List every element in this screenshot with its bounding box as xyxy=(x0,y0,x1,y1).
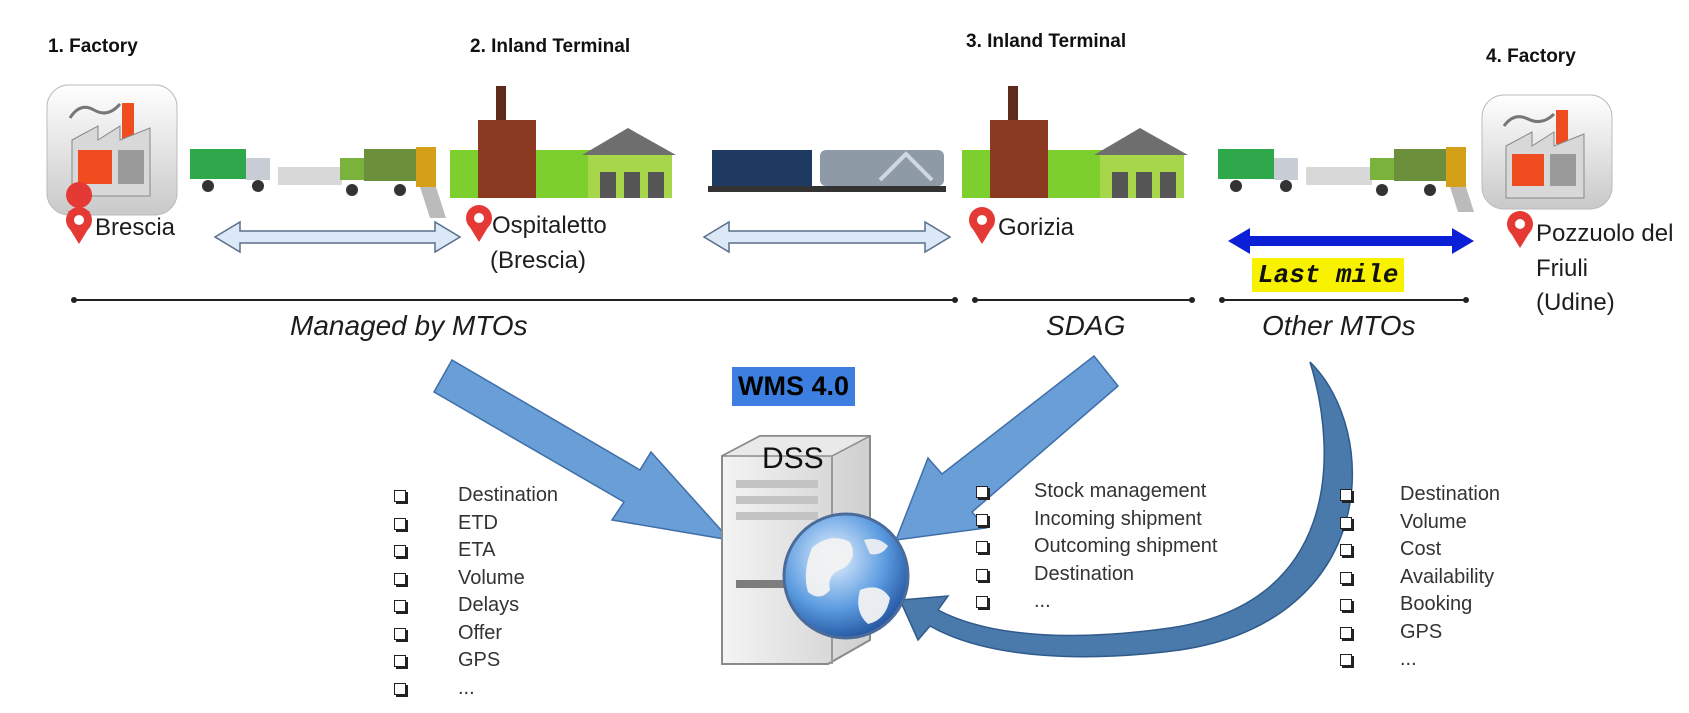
list-item: Volume xyxy=(394,565,594,593)
wms-badge: WMS 4.0 xyxy=(732,367,856,406)
arrow-from-mtos xyxy=(432,358,732,542)
location-pozzuolo: Pozzuolo del xyxy=(1536,220,1674,247)
last-mile-label: Last mile xyxy=(1252,258,1405,292)
list-left: Destination ETD ETA Volume Delays Offer … xyxy=(394,482,594,702)
truck-icon-2 xyxy=(1218,147,1474,212)
list-item: GPS xyxy=(1340,619,1540,647)
list-item: Stock management xyxy=(976,478,1256,506)
location-pozzuolo-sub2: (Udine) xyxy=(1536,289,1615,316)
segment-label-sdag: SDAG xyxy=(1046,310,1126,341)
last-mile-arrow xyxy=(1228,228,1474,254)
list-item: ETA xyxy=(394,537,594,565)
double-arrow-1 xyxy=(213,220,462,254)
list-item: Destination xyxy=(976,561,1256,589)
stage-title-4: 4. Factory xyxy=(1486,46,1576,67)
terminal-icon-2 xyxy=(450,86,676,198)
list-item: Booking xyxy=(1340,591,1540,619)
location-ospitaletto-sub: (Brescia) xyxy=(490,247,587,274)
list-item: ETD xyxy=(394,510,594,538)
double-arrow-2 xyxy=(702,220,952,254)
stage-title-2: 2. Inland Terminal xyxy=(470,36,631,57)
list-item: ... xyxy=(976,588,1256,616)
location-pozzuolo-sub: Friuli xyxy=(1536,255,1588,282)
list-item: Incoming shipment xyxy=(976,506,1256,534)
list-item: Cost xyxy=(1340,536,1540,564)
dss-label: DSS xyxy=(762,442,824,475)
list-item: Offer xyxy=(394,620,594,648)
segment-label-other: Other MTOs xyxy=(1262,310,1416,341)
list-item: Destination xyxy=(1340,481,1540,509)
stage-title-3: 3. Inland Terminal xyxy=(966,31,1127,52)
terminal-icon-3 xyxy=(962,86,1188,198)
location-pin-icon xyxy=(969,207,995,244)
train-icon xyxy=(708,150,946,192)
segment-label-managed: Managed by MTOs xyxy=(290,310,528,341)
list-item: Volume xyxy=(1340,509,1540,537)
list-right: Destination Volume Cost Availability Boo… xyxy=(1340,481,1540,674)
list-item: Outcoming shipment xyxy=(976,533,1256,561)
location-brescia: Brescia xyxy=(95,214,176,241)
factory-icon-4 xyxy=(1481,94,1613,210)
list-item: Delays xyxy=(394,592,594,620)
list-item: ... xyxy=(394,675,594,703)
segment-line-sdag xyxy=(972,297,1195,303)
arrow-from-other-mtos xyxy=(898,361,1353,658)
list-item: ... xyxy=(1340,646,1540,674)
location-ospitaletto: Ospitaletto xyxy=(492,212,607,239)
list-item: GPS xyxy=(394,647,594,675)
segment-line-managed xyxy=(71,297,958,303)
arrow-from-sdag xyxy=(894,354,1120,541)
location-pin-icon xyxy=(66,207,92,244)
location-pin-icon xyxy=(1507,211,1533,248)
location-gorizia: Gorizia xyxy=(998,214,1075,241)
truck-icon-1 xyxy=(190,147,446,218)
location-pin-icon xyxy=(466,205,492,242)
list-item: Destination xyxy=(394,482,594,510)
stage-title-1: 1. Factory xyxy=(48,36,138,57)
globe-icon xyxy=(782,512,910,640)
list-middle: Stock management Incoming shipment Outco… xyxy=(976,478,1256,616)
segment-line-other xyxy=(1219,297,1469,303)
list-item: Availability xyxy=(1340,564,1540,592)
